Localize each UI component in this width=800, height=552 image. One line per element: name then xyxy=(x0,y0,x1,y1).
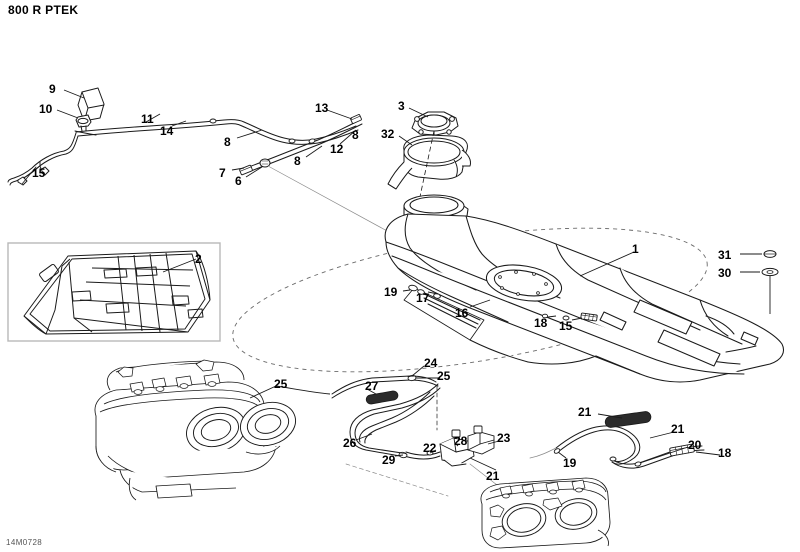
tank-mount-hardware xyxy=(740,250,779,314)
right-line-leaders xyxy=(557,413,721,464)
page-title: 800 R PTEK xyxy=(8,3,79,17)
protective-sleeve-23 xyxy=(604,411,652,428)
callout-22-label: 21 xyxy=(671,422,685,436)
callout-18a-label: 17 xyxy=(416,291,430,305)
vent-hose-callout-leaders xyxy=(23,89,187,179)
filler-neck-support xyxy=(387,134,471,190)
callout-18b-label: 18 xyxy=(534,316,548,330)
callout-8a-label: 8 xyxy=(224,135,231,149)
callout-6-label: 6 xyxy=(235,174,242,188)
engine-leader xyxy=(249,385,331,399)
callout-3-label: 3 xyxy=(398,99,405,113)
footer-code: 14M0728 xyxy=(6,538,43,547)
callout-27-label: 25 xyxy=(437,369,451,383)
callout-14-label: 14 xyxy=(160,124,174,138)
fuel-lines-leaders xyxy=(355,365,500,471)
callout-7-label: 7 xyxy=(219,166,226,180)
callout-2-label: 2 xyxy=(195,252,202,266)
callout-26-label: 24 xyxy=(424,356,438,370)
tank-context-ellipse xyxy=(232,227,708,373)
callout-1-label: 1 xyxy=(632,242,639,256)
vent-hose-assembly xyxy=(7,87,245,186)
callout-24-label: 21 xyxy=(486,469,500,483)
callout-15-label: 15 xyxy=(32,166,46,180)
callout-34-label: 31 xyxy=(718,248,732,262)
fuel-tank-top-inset-box: 2 xyxy=(7,242,221,342)
throttle-body-lower xyxy=(480,477,611,549)
callout-30-label: 27 xyxy=(365,379,379,393)
callout-19-label: 18 xyxy=(718,446,732,460)
callout-20-label: 19 xyxy=(384,285,398,299)
fuel-cap-assembly xyxy=(411,111,459,139)
fuel-line-right xyxy=(529,411,705,469)
tank-leaders xyxy=(402,251,635,321)
engine-assembly-upper xyxy=(94,359,297,501)
callout-25a-label: 22 xyxy=(423,441,437,455)
callout-16-label: 15 xyxy=(559,319,573,333)
fuel-lines-lower xyxy=(331,374,507,497)
callout-9-label: 9 xyxy=(49,82,56,96)
callout-21a-label: 19 xyxy=(563,456,577,470)
callout-28-label: 25 xyxy=(274,377,288,391)
callout-13-label: 13 xyxy=(315,101,329,115)
callout-33-label: 30 xyxy=(718,266,732,280)
callout-11-label: 11 xyxy=(141,112,154,126)
crossing-hose-leaders xyxy=(231,109,357,178)
crossing-fuel-hoses xyxy=(209,114,401,239)
callout-29-label: 26 xyxy=(343,436,357,450)
callout-32-label: 29 xyxy=(382,453,396,467)
callout-17-label: 16 xyxy=(455,306,469,320)
protective-sleeve-30 xyxy=(365,390,399,405)
callout-21b-label: 20 xyxy=(688,438,702,452)
callout-8c-label: 8 xyxy=(352,128,359,142)
callout-10-label: 10 xyxy=(39,102,53,116)
cap-assembly-axis xyxy=(417,130,435,207)
callout-25b-label: 23 xyxy=(497,431,511,445)
callout-31-label: 28 xyxy=(454,434,468,448)
callout-12-label: 12 xyxy=(330,142,344,156)
callout-8b-label: 8 xyxy=(294,154,301,168)
callout-23-label: 21 xyxy=(578,405,592,419)
fuel-tank-main xyxy=(384,194,785,383)
cap-leaders xyxy=(398,107,429,146)
callout-35-label: 32 xyxy=(381,127,395,141)
